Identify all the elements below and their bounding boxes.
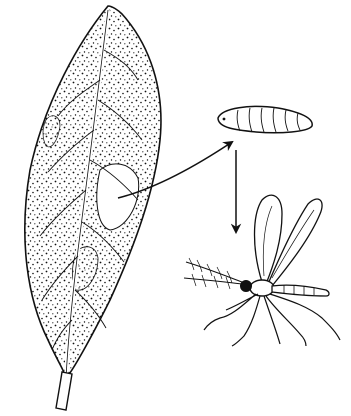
leaf-with-mines-icon [25,6,161,410]
midge-legs [204,294,340,346]
larva-icon [218,106,312,132]
midge-abdomen [272,285,329,296]
leaf-blade [25,6,161,378]
midge-icon [184,195,340,346]
midge-head [241,281,252,292]
leaf-petiole [56,372,72,410]
